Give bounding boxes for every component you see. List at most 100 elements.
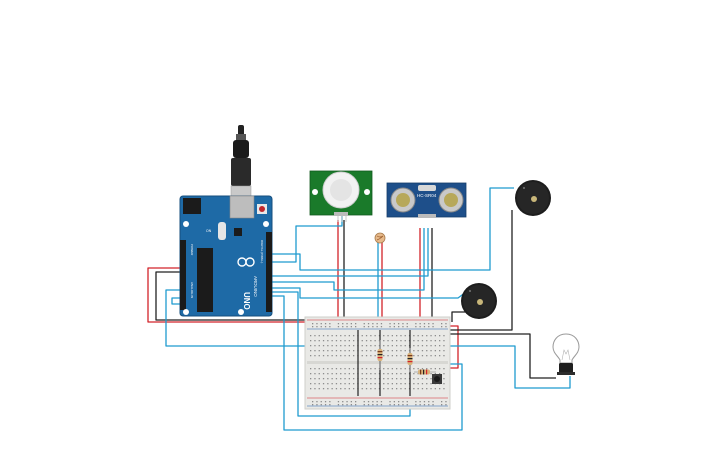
- breadboard-hole: [344, 388, 346, 390]
- wire-black-buzzer2[interactable]: [451, 311, 468, 322]
- breadboard-hole: [387, 350, 389, 352]
- light-bulb-icon[interactable]: [552, 333, 580, 375]
- breadboard-rail-hole: [441, 326, 443, 328]
- breadboard-hole: [413, 340, 415, 342]
- breadboard-hole: [365, 355, 368, 357]
- breadboard-hole: [331, 345, 333, 347]
- breadboard-rail-hole: [393, 404, 395, 406]
- reset-button-cap[interactable]: [259, 206, 265, 212]
- breadboard-hole: [322, 355, 325, 357]
- breadboard-rail-hole: [380, 404, 383, 406]
- breadboard-hole: [413, 345, 415, 347]
- wire-blue-ldr[interactable]: [165, 289, 571, 389]
- breadboard-rail-hole: [398, 404, 400, 406]
- push-button-icon[interactable]: [432, 374, 442, 384]
- breadboard-hole: [439, 373, 441, 375]
- breadboard-rail-hole: [402, 401, 404, 403]
- breadboard-hole: [417, 350, 419, 352]
- breadboard-rail-hole: [415, 404, 417, 406]
- photoresistor-icon[interactable]: [374, 232, 386, 244]
- breadboard-hole: [430, 373, 432, 375]
- breadboard-rail-hole: [324, 323, 327, 325]
- breadboard-rail-hole: [393, 326, 395, 328]
- breadboard-hole: [370, 373, 372, 375]
- breadboard-rail-hole: [376, 404, 378, 406]
- breadboard-hole: [344, 355, 346, 357]
- breadboard-rail-hole: [363, 401, 365, 403]
- breadboard-hole: [383, 355, 385, 357]
- breadboard-hole: [365, 383, 368, 385]
- breadboard-hole: [430, 345, 432, 347]
- breadboard-hole: [331, 388, 333, 390]
- wire-blue-pir[interactable]: [270, 216, 343, 263]
- breadboard-hole: [391, 378, 393, 380]
- pir-sensor[interactable]: [309, 170, 373, 216]
- breadboard-rail-hole: [312, 323, 314, 325]
- resistor[interactable]: [414, 369, 436, 375]
- breadboard-hole: [318, 388, 320, 390]
- breadboard-hole: [413, 378, 415, 380]
- breadboard-hole: [434, 345, 436, 347]
- wire-blue-trig[interactable]: [270, 228, 429, 277]
- breadboard-hole: [396, 388, 398, 390]
- breadboard-hole: [340, 388, 342, 390]
- breadboard-hole: [327, 340, 329, 342]
- wire-red-5v[interactable]: [147, 267, 312, 323]
- piezo-buzzer-icon[interactable]: [461, 283, 497, 319]
- breadboard-center-channel: [307, 361, 448, 364]
- breadboard-hole: [314, 383, 316, 385]
- breadboard-hole: [348, 355, 350, 357]
- breadboard-rail-hole: [367, 323, 370, 325]
- breadboard-hole: [344, 345, 346, 347]
- ultrasonic-sensor[interactable]: HC-SR04: [386, 182, 467, 218]
- breadboard-hole: [365, 345, 368, 347]
- breadboard-hole: [404, 350, 406, 352]
- wire-black-gnd[interactable]: [155, 271, 312, 321]
- breadboard[interactable]: [304, 316, 451, 410]
- breadboard-hole: [374, 340, 376, 342]
- breadboard-hole: [430, 388, 432, 390]
- breadboard-rail-hole: [419, 404, 421, 406]
- breadboard-hole: [413, 373, 415, 375]
- wire-blue-buzzer1[interactable]: [270, 187, 514, 271]
- breadboard-rail-hole: [445, 404, 447, 406]
- wire-blue-analog[interactable]: [171, 297, 180, 305]
- breadboard-rail-hole: [329, 326, 331, 328]
- breadboard-rail-hole: [376, 323, 378, 325]
- breadboard-hole: [353, 345, 355, 347]
- breadboard-hole: [353, 388, 355, 390]
- piezo-buzzer-icon[interactable]: [515, 180, 551, 216]
- breadboard-rail-hole: [432, 404, 434, 406]
- breadboard-rail-hole: [423, 404, 426, 406]
- breadboard-hole: [340, 373, 342, 375]
- breadboard-hole: [370, 355, 372, 357]
- breadboard-hole: [310, 335, 312, 337]
- breadboard-hole: [421, 345, 424, 347]
- breadboard-hole: [413, 355, 415, 357]
- breadboard-hole: [426, 335, 428, 337]
- breadboard-hole: [310, 355, 312, 357]
- resistor[interactable]: [407, 348, 413, 372]
- breadboard-rail-hole: [324, 404, 327, 406]
- breadboard-rail-hole: [316, 326, 318, 328]
- breadboard-hole: [430, 350, 432, 352]
- breadboard-hole: [404, 368, 406, 370]
- wire-blue-buzzer2[interactable]: [270, 287, 467, 299]
- breadboard-hole: [383, 345, 385, 347]
- breadboard-hole: [400, 383, 402, 385]
- breadboard-rail-hole: [419, 401, 421, 403]
- breadboard-rail-hole: [441, 401, 443, 403]
- breadboard-rail-hole: [316, 404, 318, 406]
- breadboard-hole: [417, 340, 419, 342]
- wire-blue-echo[interactable]: [270, 228, 425, 291]
- pir-header-leads: [337, 215, 347, 222]
- breadboard-hole: [335, 378, 338, 380]
- resistor[interactable]: [377, 340, 383, 370]
- breadboard-rail-hole: [346, 323, 348, 325]
- breadboard-hole: [421, 350, 424, 352]
- arduino-uno-board[interactable]: UNO ARDUINO DIGITAL (PWM~) ANALOG IN POW…: [179, 195, 273, 317]
- breadboard-hole: [374, 345, 376, 347]
- breadboard-hole: [365, 335, 368, 337]
- wire-blue-led[interactable]: [270, 295, 463, 431]
